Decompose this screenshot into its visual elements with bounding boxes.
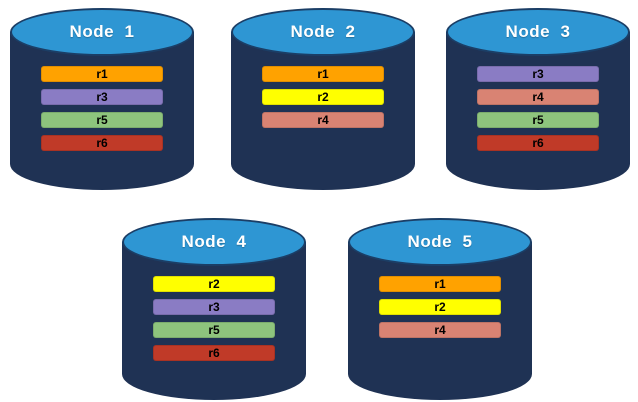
node-label: Node 2 xyxy=(290,22,356,41)
replica-bar-r5: r5 xyxy=(41,112,163,128)
replica-bar-r4: r4 xyxy=(379,322,501,338)
node-cylinder-4: Node 4 r2 r3 r5 r6 xyxy=(122,218,306,400)
replica-bar-r2: r2 xyxy=(379,299,501,315)
node-cylinder-1: Node 1 r1 r3 r5 r6 xyxy=(10,8,194,190)
cylinder-top-ellipse: Node 4 xyxy=(122,218,306,266)
node-cylinder-3: Node 3 r3 r4 r5 r6 xyxy=(446,8,630,190)
cylinder-top-ellipse: Node 1 xyxy=(10,8,194,56)
node-label: Node 5 xyxy=(407,232,473,251)
replica-list: r3 r4 r5 r6 xyxy=(446,66,630,151)
replica-bar-r5: r5 xyxy=(477,112,599,128)
cylinder-body xyxy=(348,242,532,400)
replica-bar-r6: r6 xyxy=(153,345,275,361)
replica-bar-r3: r3 xyxy=(41,89,163,105)
replica-bar-r6: r6 xyxy=(477,135,599,151)
cylinder-body xyxy=(122,242,306,400)
replica-bar-r2: r2 xyxy=(262,89,384,105)
cylinder-body xyxy=(10,32,194,190)
cylinder-top-ellipse: Node 5 xyxy=(348,218,532,266)
replica-bar-r5: r5 xyxy=(153,322,275,338)
node-cylinder-5: Node 5 r1 r2 r4 xyxy=(348,218,532,400)
cylinder-top-ellipse: Node 3 xyxy=(446,8,630,56)
cylinder-body xyxy=(446,32,630,190)
replica-bar-r3: r3 xyxy=(477,66,599,82)
replica-bar-r6: r6 xyxy=(41,135,163,151)
replica-bar-r1: r1 xyxy=(262,66,384,82)
replica-bar-r4: r4 xyxy=(477,89,599,105)
node-label: Node 3 xyxy=(505,22,571,41)
cylinder-body xyxy=(231,32,415,190)
replica-bar-r1: r1 xyxy=(41,66,163,82)
replica-bar-r3: r3 xyxy=(153,299,275,315)
node-cylinder-2: Node 2 r1 r2 r4 xyxy=(231,8,415,190)
replica-bar-r2: r2 xyxy=(153,276,275,292)
cylinder-top-ellipse: Node 2 xyxy=(231,8,415,56)
replica-list: r2 r3 r5 r6 xyxy=(122,276,306,361)
node-label: Node 1 xyxy=(69,22,135,41)
node-label: Node 4 xyxy=(181,232,247,251)
replica-list: r1 r3 r5 r6 xyxy=(10,66,194,151)
replica-list: r1 r2 r4 xyxy=(348,276,532,338)
replica-bar-r4: r4 xyxy=(262,112,384,128)
replica-list: r1 r2 r4 xyxy=(231,66,415,128)
replica-bar-r1: r1 xyxy=(379,276,501,292)
